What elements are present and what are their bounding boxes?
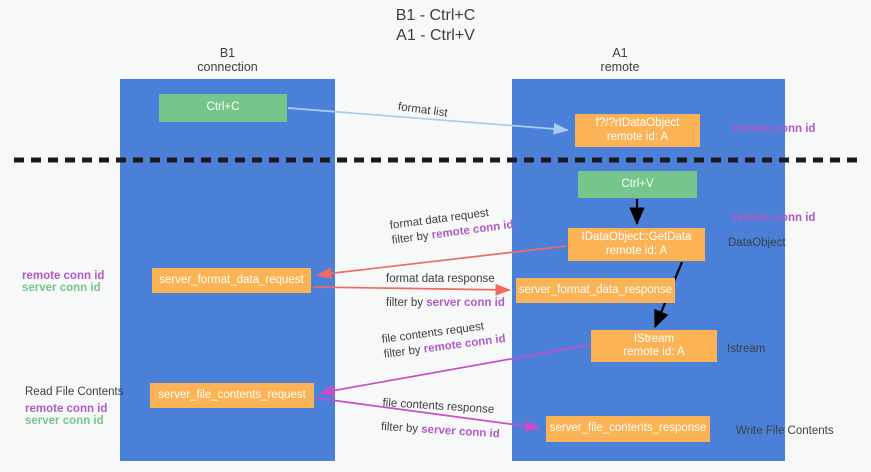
node-istream-remote-id: remote id: A [623,346,685,358]
annotation-left-remote-conn-id: remote conn id [22,270,105,282]
filter-prefix: filter by [391,229,433,247]
node-idataobject-label: f?/?rIDataObject [595,117,680,129]
node-ctrl-v[interactable]: Ctrl+V [578,171,697,198]
filter-prefix: filter by [386,297,427,309]
filter-key-server-conn-id: server conn id [426,297,505,309]
filter-key-server-conn-id: server conn id [420,423,501,441]
page-title-line-1: B1 - Ctrl+C [395,7,476,24]
edge-label-file-contents-response: file contents response filter by server … [381,396,502,442]
filter-prefix: filter by [380,420,422,436]
column-header-a1-sub: remote [600,60,640,74]
edge-label-format-list: format list [397,100,448,121]
edge-label-format-data-response-filter: filter by server conn id [386,296,505,311]
node-istream[interactable]: IStream remote id: A [591,330,717,362]
node-ctrl-c-label: Ctrl+C [206,101,240,114]
annotation-read-file-contents: Read File Contents [25,386,124,398]
edge-label-format-data-request: format data request filter by remote con… [389,203,515,249]
page-title: B1 - Ctrl+C A1 - Ctrl+V [0,6,871,46]
filter-prefix: filter by [383,343,425,361]
node-istream-label: IStream [633,332,675,345]
annotation-remote-conn-id-mid: remote conn id [733,212,816,224]
node-server-file-contents-request[interactable]: server_file_contents_request [150,383,314,408]
column-header-b1: B1 connection [155,46,300,74]
column-header-a1-name: A1 [612,46,628,60]
annotation-left2-server-conn-id: server conn id [25,415,104,427]
node-server-file-contents-response[interactable]: server_file_contents_response [546,416,710,442]
annotation-remote-conn-id-top: remote conn id [733,123,816,135]
node-ctrl-v-label: Ctrl+V [621,177,654,190]
annotation-istream: Istream [727,343,766,355]
node-getdata-label: IDataObject::GetData [581,231,692,243]
page-title-line-2: A1 - Ctrl+V [396,27,475,44]
node-idataobject-remote-id: remote id: A [606,130,669,143]
edge-label-format-data-response: format data response filter by server co… [386,272,505,311]
column-header-b1-sub: connection [197,60,258,74]
node-server-format-data-request-label: server_format_data_request [159,273,304,286]
node-getdata-remote-id: remote id: A [605,244,668,257]
node-server-format-data-response-label: server_format_data_response [518,283,673,296]
edge-label-file-contents-request: file contents request filter by remote c… [381,317,507,363]
annotation-dataobject: DataObject [728,237,786,249]
node-server-format-data-response[interactable]: server_format_data_response [516,278,675,303]
edge-label-file-contents-response-filter: filter by server conn id [381,420,501,442]
annotation-left2-remote-conn-id: remote conn id [25,403,108,415]
edge-label-file-contents-response-text: file contents response [382,396,495,416]
annotation-write-file-contents: Write File Contents [736,425,834,437]
node-idataobject[interactable]: f?/?rIDataObject remote id: A [575,114,700,147]
column-header-b1-name: B1 [219,46,236,60]
edge-label-format-data-response-text: format data response [386,273,495,285]
edge-label-format-list-text: format list [397,100,449,120]
node-server-file-contents-request-label: server_file_contents_request [158,388,306,401]
node-server-file-contents-response-label: server_file_contents_response [549,422,707,435]
node-idataobject-getdata[interactable]: IDataObject::GetData remote id: A [568,228,705,261]
node-ctrl-c[interactable]: Ctrl+C [159,94,287,122]
column-header-a1: A1 remote [545,46,695,74]
node-server-format-data-request[interactable]: server_format_data_request [152,268,311,293]
annotation-left-server-conn-id: server conn id [22,282,101,294]
